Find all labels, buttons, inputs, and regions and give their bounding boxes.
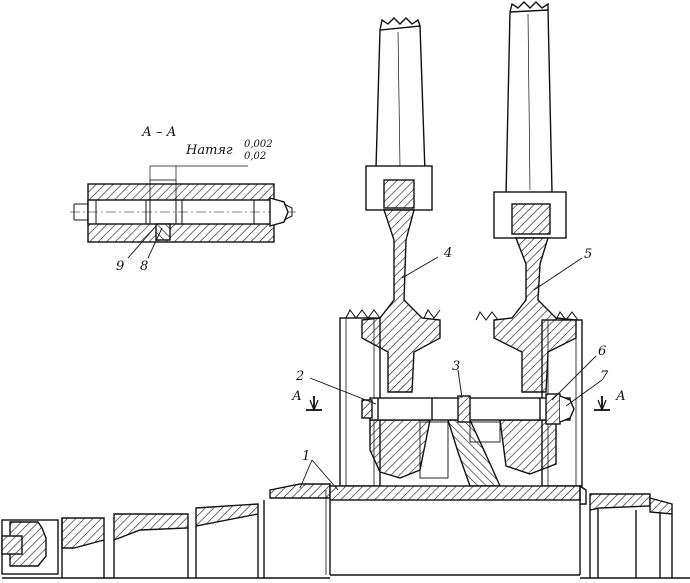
- shaft-left-section: [1, 500, 330, 579]
- tolerance-lower: 0,02: [244, 151, 267, 162]
- disc-4: [361, 209, 441, 479]
- callout-7: 7: [600, 369, 609, 384]
- shaft-right-section: [580, 493, 690, 579]
- callout-1: 1: [302, 449, 311, 464]
- tie-bolt: [361, 393, 575, 425]
- section-cut-marks: [306, 396, 610, 412]
- callout-5: 5: [584, 247, 593, 262]
- shaft: [269, 483, 587, 576]
- callout-8: 8: [140, 259, 149, 274]
- callout-4: 4: [444, 246, 453, 261]
- callout-3: 3: [452, 359, 461, 374]
- section-mark-right: А: [616, 389, 626, 404]
- callout-6: 6: [598, 344, 607, 359]
- callout-2: 2: [296, 369, 305, 384]
- callout-9: 9: [116, 259, 125, 274]
- section-a-a-detail: [70, 165, 296, 243]
- fit-label: Натяг: [186, 143, 233, 158]
- tolerance-upper: 0,002: [244, 139, 273, 150]
- rotor-blade-right: [493, 1, 567, 239]
- disc-5: [493, 237, 577, 475]
- leader-lines: [127, 225, 603, 491]
- rotor-blade-left: [365, 17, 433, 211]
- section-title: А – А: [142, 125, 177, 140]
- section-mark-left: А: [292, 389, 302, 404]
- spacer-ring: [447, 419, 502, 487]
